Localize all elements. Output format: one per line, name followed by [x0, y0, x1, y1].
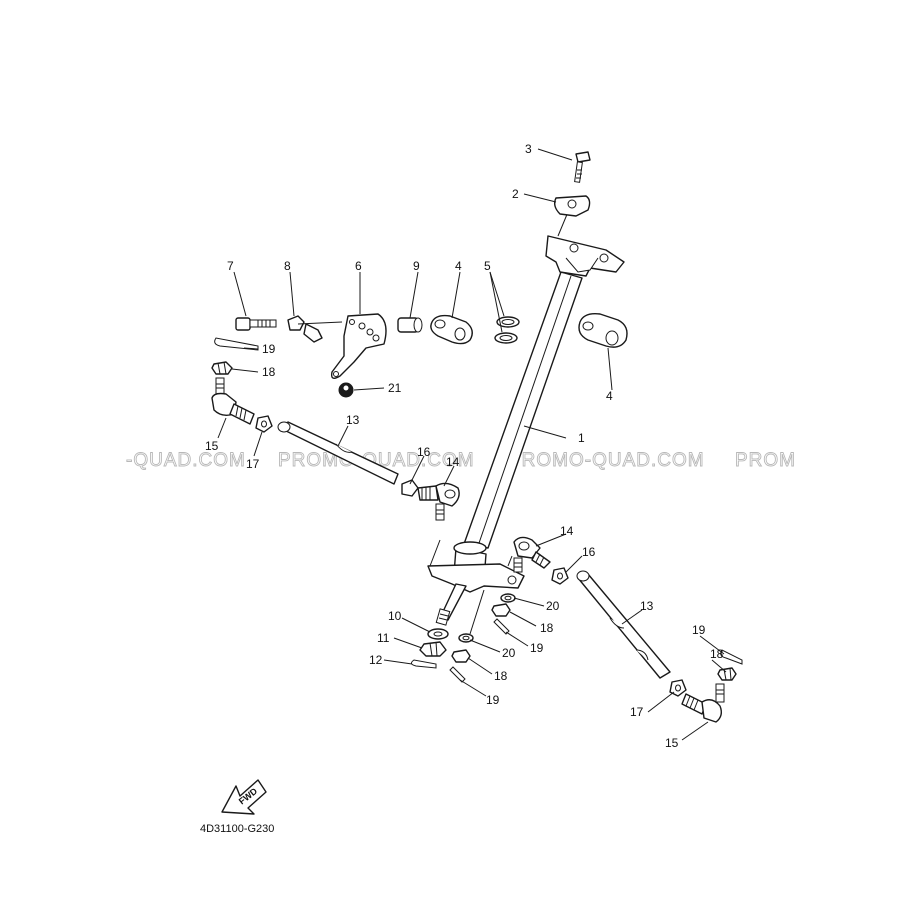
steering-column: [427, 211, 625, 635]
callout-number: 1: [578, 431, 585, 445]
callout-number: 14: [560, 524, 574, 538]
callout-number: 16: [582, 545, 596, 559]
tie-rod-end-left: [211, 377, 255, 425]
callout-number: 18: [540, 621, 554, 635]
castle-nut: [419, 641, 447, 657]
oil-seals: [494, 316, 520, 344]
washer: [427, 628, 449, 640]
callout-number: 3: [525, 142, 532, 156]
upper-clamp: [553, 195, 591, 217]
callout-number: 7: [227, 259, 234, 273]
cotter-pin: [410, 659, 437, 669]
watermark: -QUAD.COM PROMO-QUAD.COM PROMO-QUAD.COM …: [126, 450, 796, 472]
fwd-arrow-icon: FWD: [221, 779, 267, 815]
callout-number: 8: [284, 259, 291, 273]
bush: [338, 382, 354, 398]
stopper-nut: [287, 315, 343, 343]
callout-number: 2: [512, 187, 519, 201]
castle-nut-right: [717, 667, 737, 681]
tie-rod-end-inner-left: [417, 482, 460, 521]
callout-number: 19: [262, 342, 276, 356]
cotter-pin-left: [214, 337, 259, 351]
callout-number: 20: [502, 646, 516, 660]
leader-lines: [217, 148, 727, 741]
callout-number: 18: [710, 647, 724, 661]
callout-number: 15: [665, 736, 679, 750]
bolt: [574, 151, 591, 183]
callouts: 1 2 3 4 4 5 6 7 8 9 10 11 12 13 13 14 14…: [205, 142, 724, 750]
watermark-text: PROM: [735, 450, 796, 471]
collar: [397, 317, 423, 333]
callout-number: 6: [355, 259, 362, 273]
callout-number: 20: [546, 599, 560, 613]
callout-number: 19: [692, 623, 706, 637]
callout-number: 4: [455, 259, 462, 273]
callout-number: 12: [369, 653, 383, 667]
bracket: [330, 313, 387, 379]
lock-nut-left-inner: [401, 479, 419, 497]
column-holder: [578, 312, 628, 348]
callout-number: 4: [606, 389, 613, 403]
callout-number: 17: [246, 457, 260, 471]
castle-nut-left: [211, 361, 233, 375]
callout-number: 18: [494, 669, 508, 683]
washer-upper: [500, 593, 516, 603]
callout-number: 16: [417, 445, 431, 459]
washer-lower: [458, 633, 474, 643]
lock-nut-right-inner: [551, 567, 569, 585]
cotter-pin-center-upper: [493, 618, 510, 635]
callout-number: 5: [484, 259, 491, 273]
callout-number: 13: [346, 413, 360, 427]
callout-number: 21: [388, 381, 402, 395]
lock-nut-left: [255, 415, 273, 433]
tie-rod-left: [277, 421, 399, 485]
tie-rod-end-right: [681, 683, 725, 723]
diagram-code: 4D31100-G230: [200, 823, 274, 835]
cotter-pin-right: [720, 649, 743, 665]
watermark-text: -QUAD.COM: [126, 450, 246, 471]
castle-nut-center-upper: [491, 603, 511, 617]
callout-number: 19: [486, 693, 500, 707]
cotter-pin-center-lower: [449, 666, 466, 683]
watermark-text: PROMO-QUAD.COM: [278, 450, 475, 471]
callout-number: 14: [446, 455, 460, 469]
callout-number: 13: [640, 599, 654, 613]
callout-number: 11: [377, 631, 390, 645]
callout-number: 17: [630, 705, 644, 719]
callout-number: 18: [262, 365, 276, 379]
callout-number: 10: [388, 609, 402, 623]
holder: [430, 314, 473, 345]
callout-number: 9: [413, 259, 420, 273]
watermark-text: PROMO-QUAD.COM: [508, 450, 705, 471]
bracket-bolt: [235, 317, 277, 331]
callout-number: 15: [205, 439, 219, 453]
callout-number: 19: [530, 641, 544, 655]
tie-rod-end-inner-right: [513, 536, 551, 573]
castle-nut-center-lower: [451, 649, 471, 663]
tie-rod-right: [576, 570, 671, 679]
